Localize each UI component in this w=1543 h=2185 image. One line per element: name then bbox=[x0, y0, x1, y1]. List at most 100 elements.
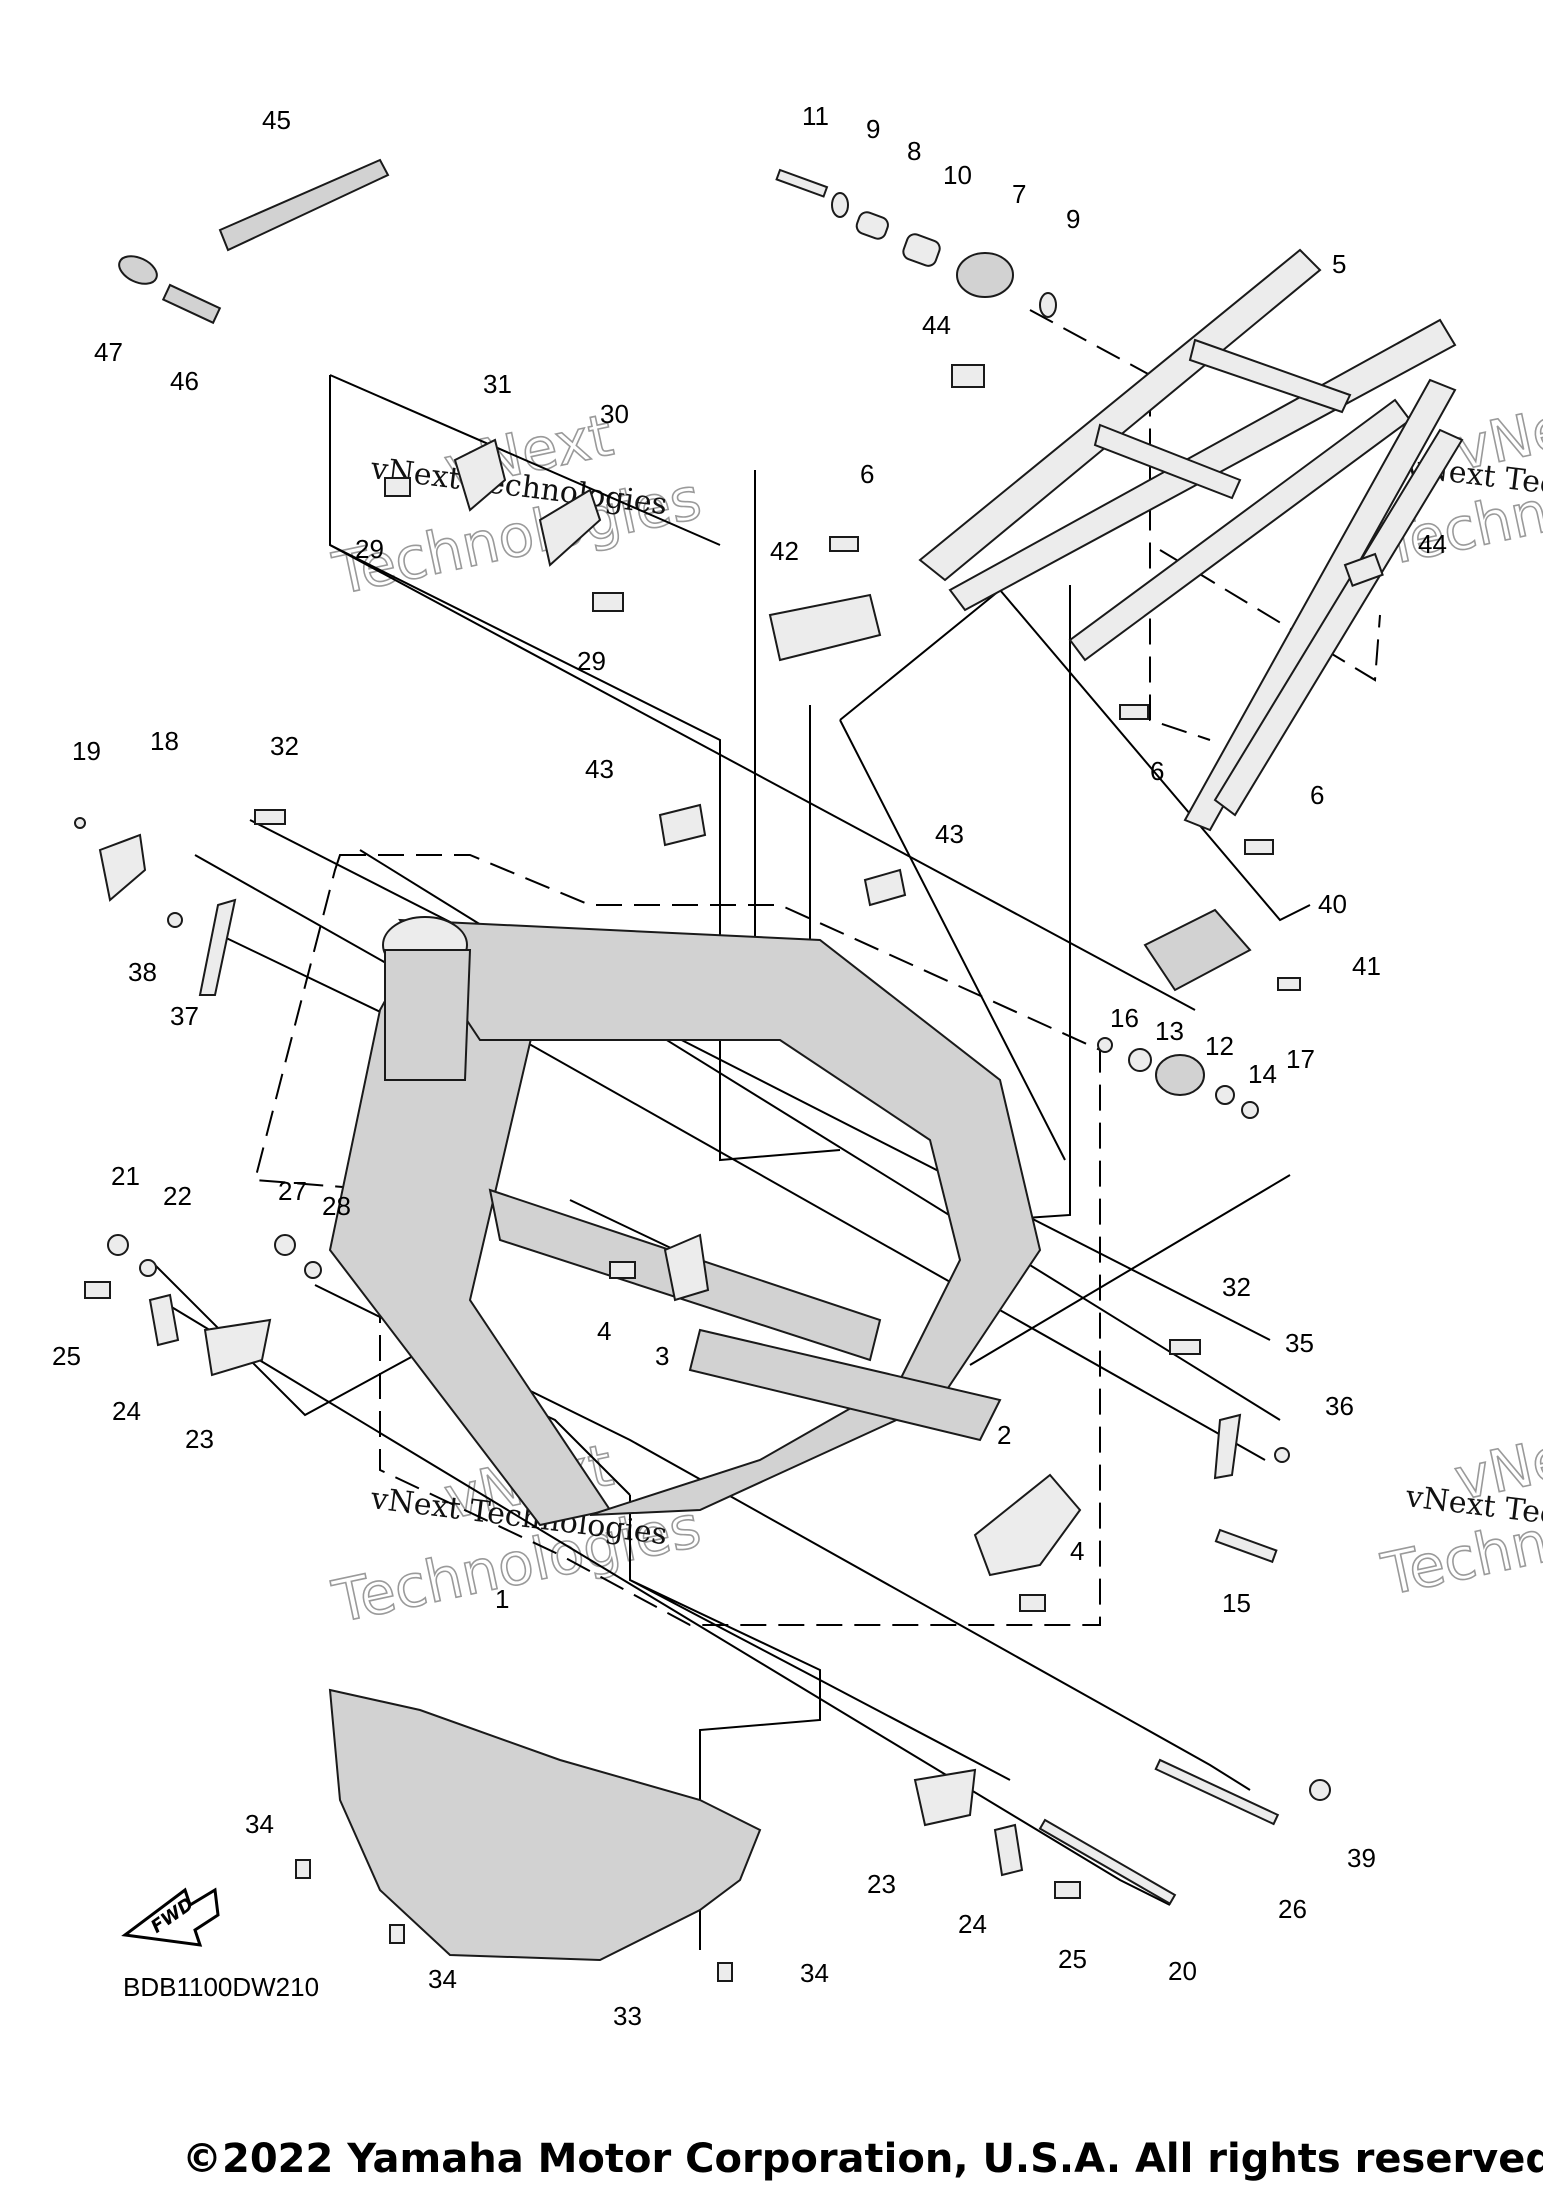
callout-44-b: 44 bbox=[1418, 529, 1447, 559]
callout-34-c: 34 bbox=[800, 1958, 829, 1988]
part-23-bracket bbox=[203, 1318, 272, 1377]
part-6-bolt-2 bbox=[1119, 704, 1149, 720]
part-31-bracket bbox=[453, 438, 507, 512]
part-1-main-frame bbox=[328, 916, 1042, 1527]
callout-18: 18 bbox=[150, 726, 179, 756]
callout-27: 27 bbox=[278, 1176, 307, 1206]
part-24-bracket bbox=[148, 1293, 180, 1347]
part-33-skid-plate bbox=[328, 1688, 762, 1962]
part-29-bolt-2 bbox=[592, 592, 624, 612]
watermark-lower-right: vNext Technologies vNext Technologies bbox=[1375, 1411, 1543, 1610]
part-3-bracket bbox=[663, 1233, 710, 1302]
part-20-bolt bbox=[1038, 1818, 1177, 1906]
part-2-bracket bbox=[973, 1473, 1082, 1577]
part-8-collar bbox=[855, 211, 889, 240]
callout-26: 26 bbox=[1278, 1894, 1307, 1924]
callout-16: 16 bbox=[1110, 1003, 1139, 1033]
callout-5: 5 bbox=[1332, 249, 1346, 279]
callout-8: 8 bbox=[907, 136, 921, 166]
callout-42: 42 bbox=[770, 536, 799, 566]
callout-15: 15 bbox=[1222, 1588, 1251, 1618]
callout-43-b: 43 bbox=[935, 819, 964, 849]
callout-17: 17 bbox=[1286, 1044, 1315, 1074]
part-24-bracket-2 bbox=[993, 1823, 1024, 1877]
part-10-collar bbox=[902, 233, 941, 267]
callout-28: 28 bbox=[322, 1191, 351, 1221]
callout-25-b: 25 bbox=[1058, 1944, 1087, 1974]
part-22-washer bbox=[139, 1259, 157, 1277]
callout-labels: 45 47 46 11 9 8 10 7 9 5 44 31 30 29 29 … bbox=[52, 101, 1447, 2031]
callout-6-c: 6 bbox=[1310, 780, 1324, 810]
callout-23-b: 23 bbox=[867, 1869, 896, 1899]
callout-33: 33 bbox=[613, 2001, 642, 2031]
frame-dashed-boundary bbox=[253, 854, 1101, 1626]
part-39-clip bbox=[1309, 1779, 1331, 1801]
part-36-bolt bbox=[1274, 1447, 1290, 1463]
part-25-bolt-2 bbox=[1054, 1881, 1081, 1899]
callout-24: 24 bbox=[112, 1396, 141, 1426]
callout-44: 44 bbox=[922, 310, 951, 340]
part-27-nut bbox=[274, 1234, 296, 1256]
fwd-arrow: FWD bbox=[121, 1887, 220, 1947]
part-32-bolt bbox=[254, 809, 286, 825]
part-9-washer-2 bbox=[1039, 292, 1057, 318]
callout-47: 47 bbox=[94, 337, 123, 367]
part-4-bolt bbox=[609, 1261, 636, 1279]
part-45-link bbox=[218, 158, 390, 252]
part-40-chain-guide bbox=[1143, 908, 1252, 992]
part-43-guard bbox=[658, 803, 707, 847]
callout-11: 11 bbox=[802, 101, 829, 131]
part-15-bolt bbox=[1214, 1528, 1278, 1564]
callout-46: 46 bbox=[170, 366, 199, 396]
callout-13: 13 bbox=[1155, 1016, 1184, 1046]
callout-25: 25 bbox=[52, 1341, 81, 1371]
part-34-bolt-3 bbox=[717, 1962, 733, 1982]
part-4-bolt-2 bbox=[1019, 1594, 1046, 1612]
callout-21: 21 bbox=[111, 1161, 140, 1191]
part-16-washer bbox=[1097, 1037, 1113, 1053]
part-18-bracket bbox=[98, 833, 147, 902]
callout-9: 9 bbox=[866, 114, 880, 144]
part-38-nut bbox=[167, 912, 183, 928]
callout-9-b: 9 bbox=[1066, 204, 1080, 234]
watermark-upper-left: vNext Technologies vNext Technologies bbox=[326, 400, 707, 609]
part-6-bolt bbox=[829, 536, 859, 552]
part-17-washer bbox=[1241, 1101, 1259, 1119]
callout-23: 23 bbox=[185, 1424, 214, 1454]
callout-43: 43 bbox=[585, 754, 614, 784]
callout-6-b: 6 bbox=[1150, 756, 1164, 786]
part-35-bracket bbox=[1213, 1413, 1242, 1480]
part-28-washer bbox=[304, 1261, 322, 1279]
part-44-clip-2 bbox=[1343, 552, 1384, 587]
callout-19: 19 bbox=[72, 736, 101, 766]
callout-32: 32 bbox=[270, 731, 299, 761]
part-11-bolt bbox=[775, 168, 829, 198]
copyright-notice: ©2022 Yamaha Motor Corporation, U.S.A. A… bbox=[182, 2136, 1543, 2182]
part-13-collar bbox=[1128, 1048, 1152, 1072]
part-19-pin bbox=[74, 817, 86, 829]
part-41-bolt bbox=[1277, 977, 1301, 991]
part-23-bracket-2 bbox=[913, 1768, 977, 1827]
leader-lines bbox=[149, 309, 1381, 1950]
part-44-clip bbox=[951, 364, 985, 388]
part-34-bolt bbox=[295, 1859, 311, 1879]
callout-31: 31 bbox=[483, 369, 512, 399]
callout-29-b: 29 bbox=[577, 646, 606, 676]
callout-45: 45 bbox=[262, 105, 291, 135]
part-6-bolt-3 bbox=[1244, 839, 1274, 855]
callout-12: 12 bbox=[1205, 1031, 1234, 1061]
part-21-nut bbox=[107, 1234, 129, 1256]
part-46-spacer bbox=[161, 283, 222, 325]
part-32-bolt-2 bbox=[1169, 1339, 1201, 1355]
callout-35: 35 bbox=[1285, 1328, 1314, 1358]
callout-40: 40 bbox=[1318, 889, 1347, 919]
part-43-guard-2 bbox=[863, 868, 907, 907]
part-5-rear-subframe bbox=[918, 248, 1464, 832]
callout-20: 20 bbox=[1168, 1956, 1197, 1986]
callout-14: 14 bbox=[1248, 1059, 1277, 1089]
part-14-collar bbox=[1215, 1085, 1235, 1105]
callout-29: 29 bbox=[355, 534, 384, 564]
callout-30: 30 bbox=[600, 399, 629, 429]
part-7-bushing bbox=[956, 252, 1014, 298]
part-25-bolt bbox=[84, 1281, 111, 1299]
